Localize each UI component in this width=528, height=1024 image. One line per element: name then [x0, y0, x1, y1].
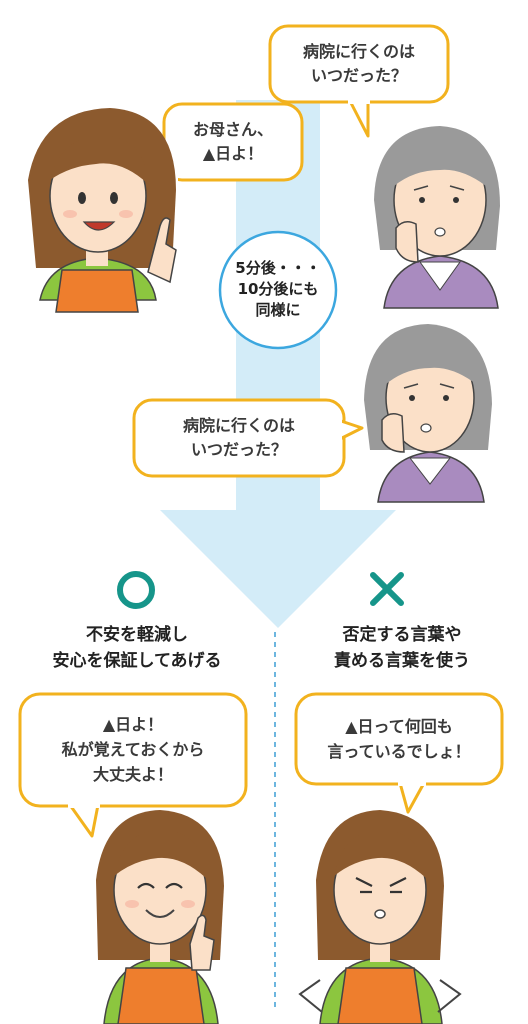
bad-approach-heading: 否定する言葉や 責める言葉を使う: [334, 625, 470, 671]
grandma-confused-illustration-1: [374, 126, 500, 309]
daughter-scolding-illustration: [298, 810, 462, 1024]
good-approach-heading: 不安を軽減し 安心を保証してあげる: [52, 625, 222, 671]
speech-bubble-grandma-question-2: [132, 398, 364, 478]
speech-bubble-bad-response: [294, 692, 504, 814]
speech-bubble-grandma-question-1: [268, 24, 450, 138]
daughter-answer-text: お母さん、 ▲日よ！: [192, 120, 273, 163]
grandma-question-2-text: 病院に行くのは いつだった？: [182, 416, 295, 459]
speech-bubble-good-response: [18, 692, 248, 838]
good-mark-icon: [117, 571, 155, 609]
daughter-pointing-illustration: [28, 108, 177, 313]
time-note-circle: [218, 230, 338, 350]
grandma-question-1-text: 病院に行くのは いつだった？: [302, 42, 415, 85]
bad-mark-icon: [370, 572, 404, 606]
daughter-reassuring-illustration: [96, 810, 224, 1024]
grandma-confused-illustration-2: [364, 324, 492, 503]
time-note-text: 5分後・・・ 10分後にも 同様に: [235, 259, 321, 319]
bad-response-text: ▲日って何回も 言っているでしょ！: [327, 717, 471, 761]
good-response-text: ▲日よ！ 私が覚えておくから 大丈夫よ！: [61, 715, 205, 784]
